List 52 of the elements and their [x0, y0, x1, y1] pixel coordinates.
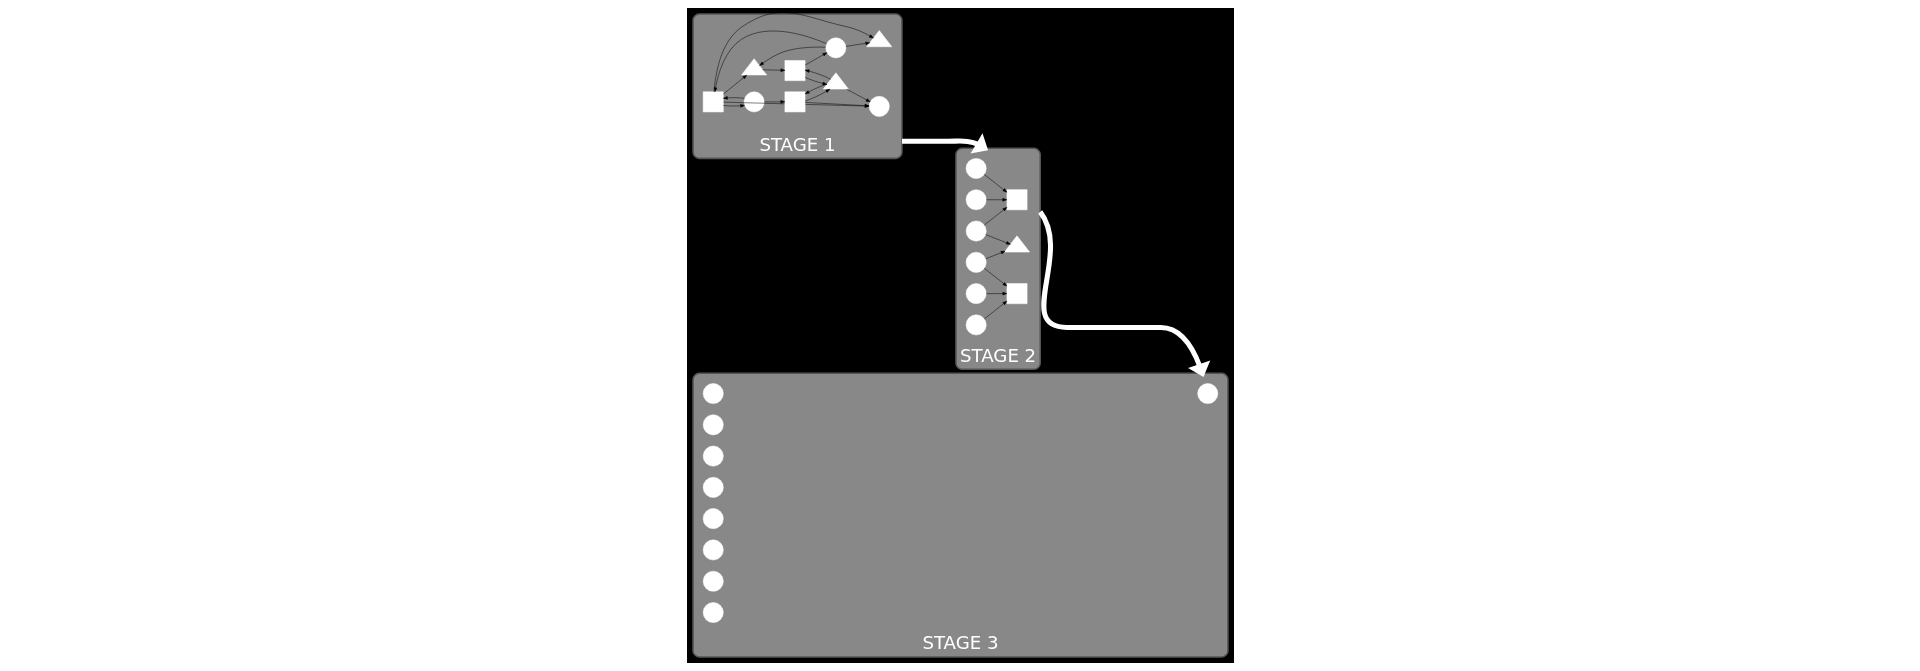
node-box — [784, 91, 805, 113]
node-circle — [702, 570, 724, 592]
arrow — [985, 198, 1007, 202]
arrow — [804, 83, 827, 95]
node-box — [784, 60, 805, 81]
arrow — [722, 104, 745, 108]
node-circle — [702, 602, 724, 623]
arrow — [713, 12, 874, 92]
node-circle — [702, 445, 724, 467]
node-box — [1006, 283, 1027, 304]
arrow — [722, 74, 747, 95]
node-box — [1006, 189, 1027, 211]
node-circle — [743, 91, 764, 113]
arrow — [983, 300, 1007, 320]
node-circle — [965, 220, 986, 242]
arrow — [804, 102, 869, 108]
node-circle — [965, 252, 986, 273]
arrow — [804, 52, 827, 66]
cluster: STAGE 3 — [691, 372, 1229, 658]
arrow — [713, 30, 827, 92]
node-circle — [702, 539, 724, 561]
node-circle — [702, 414, 724, 436]
arrow — [983, 174, 1007, 193]
node-circle — [825, 37, 846, 59]
arrow — [761, 68, 785, 72]
arrow — [722, 101, 869, 108]
node-circle — [702, 383, 724, 404]
node-circle — [965, 189, 986, 211]
arrow — [845, 41, 870, 47]
arrow — [758, 46, 826, 66]
node-circle — [702, 477, 724, 498]
arrow — [804, 77, 827, 86]
node-box — [702, 91, 724, 113]
arrow — [983, 207, 1007, 226]
node-circle — [702, 508, 724, 529]
cluster: STAGE 2 — [954, 147, 1041, 371]
node-circle — [965, 283, 986, 304]
node-circle — [965, 314, 986, 336]
arrow — [763, 100, 785, 104]
arrow — [845, 88, 870, 103]
node-circle — [1196, 383, 1218, 404]
node-circle — [868, 96, 890, 117]
arrow — [984, 234, 1011, 245]
node-circle — [965, 158, 986, 179]
arrow — [804, 88, 830, 102]
arrow — [984, 250, 1005, 260]
arrow — [901, 133, 988, 154]
arrow — [983, 268, 1007, 287]
arrow — [1037, 210, 1210, 377]
arrow — [722, 96, 745, 100]
arrow — [985, 291, 1007, 296]
arrow — [804, 69, 831, 80]
